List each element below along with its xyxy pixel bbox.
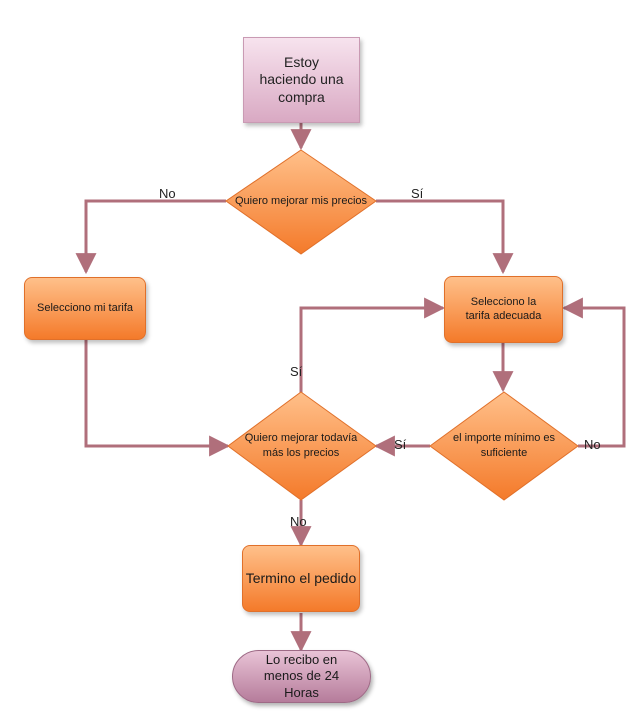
finish-order-node: Termino el pedido (242, 545, 360, 612)
decision-improve-text: Quiero mejorar mis precios (234, 194, 368, 207)
select-adequate-rate-text: Selecciono la tarifa adecuada (465, 295, 542, 322)
finish-order-text: Termino el pedido (245, 569, 357, 586)
decision-diamond-improve-more (227, 391, 377, 501)
select-adequate-rate-node: Selecciono la tarifa adecuada (444, 276, 563, 343)
edge-label-no-right: No (584, 437, 601, 452)
edge-min-no (561, 297, 626, 448)
edge-decision-no (75, 199, 226, 275)
select-my-rate-node: Selecciono mi tarifa (24, 277, 146, 340)
receive-text: Lo recibo en menos de 24 Horas (263, 652, 340, 700)
edge-label-si-right: Sí (411, 186, 424, 201)
decision-diamond-improve (225, 149, 377, 255)
edge-myrate-to-improve (84, 340, 231, 457)
start-node-text: Estoy haciendo una compra (259, 53, 344, 105)
select-my-rate-text: Selecciono mi tarifa (37, 301, 133, 314)
decision-diamond-min-amount (429, 391, 579, 501)
receive-node: Lo recibo en menos de 24 Horas (232, 650, 371, 703)
start-node: Estoy haciendo una compra (243, 37, 360, 123)
decision-min-amount-text: el importe mínimo es suficiente (452, 432, 556, 459)
edge-label-si-up: Sí (290, 364, 303, 379)
decision-improve-more-text: Quiero mejorar todavía más los precios (244, 432, 358, 459)
edge-label-si-left: Sí (394, 437, 407, 452)
edge-decision-si (376, 199, 514, 275)
edge-improve-more-si (299, 297, 446, 395)
edge-label-no-left: No (159, 186, 176, 201)
edge-label-no-down: No (290, 514, 307, 529)
